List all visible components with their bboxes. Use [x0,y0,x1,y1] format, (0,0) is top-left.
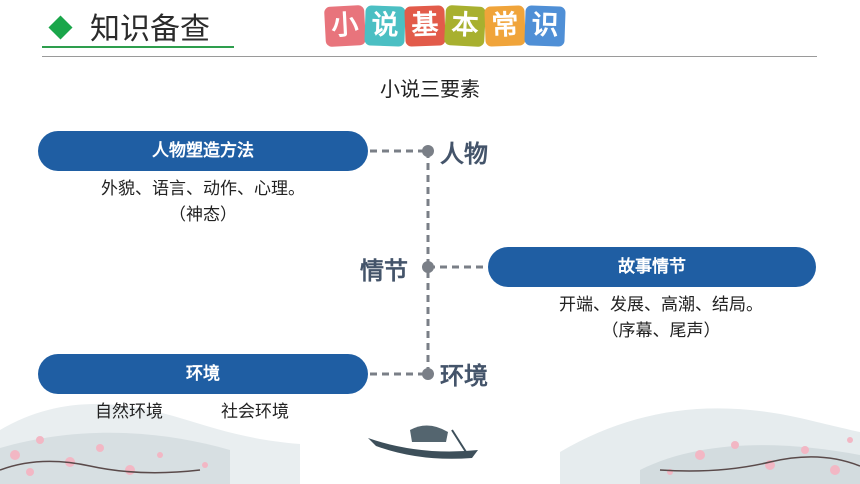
node-setting: 环境 [440,362,488,390]
node-dot [422,261,434,273]
characterization-line-2: （神态） [169,205,237,225]
characterization-description: 外貌、语言、动作、心理。 （神态） [58,176,348,228]
characterization-line-1: 外貌、语言、动作、心理。 [101,179,305,199]
social-environment: 社会环境 [221,402,289,422]
node-dot [422,145,434,157]
header-divider [42,56,817,57]
node-character: 人物 [440,140,488,168]
title-underline [42,46,234,48]
story-description: 开端、发展、高潮、结局。 （序幕、尾声） [516,292,806,344]
story-line-2: （序幕、尾声） [601,321,721,341]
section-title: 知识备查 [90,12,210,47]
node-dot [422,368,434,380]
boat-icon [368,425,478,459]
story-pill: 故事情节 [488,247,816,287]
node-plot: 情节 [360,257,408,285]
characterization-pill: 人物塑造方法 [38,131,368,171]
story-line-1: 开端、发展、高潮、结局。 [559,295,763,315]
diagram-subtitle: 小说三要素 [380,77,480,101]
environment-pill: 环境 [38,354,368,394]
natural-environment: 自然环境 [95,402,163,422]
